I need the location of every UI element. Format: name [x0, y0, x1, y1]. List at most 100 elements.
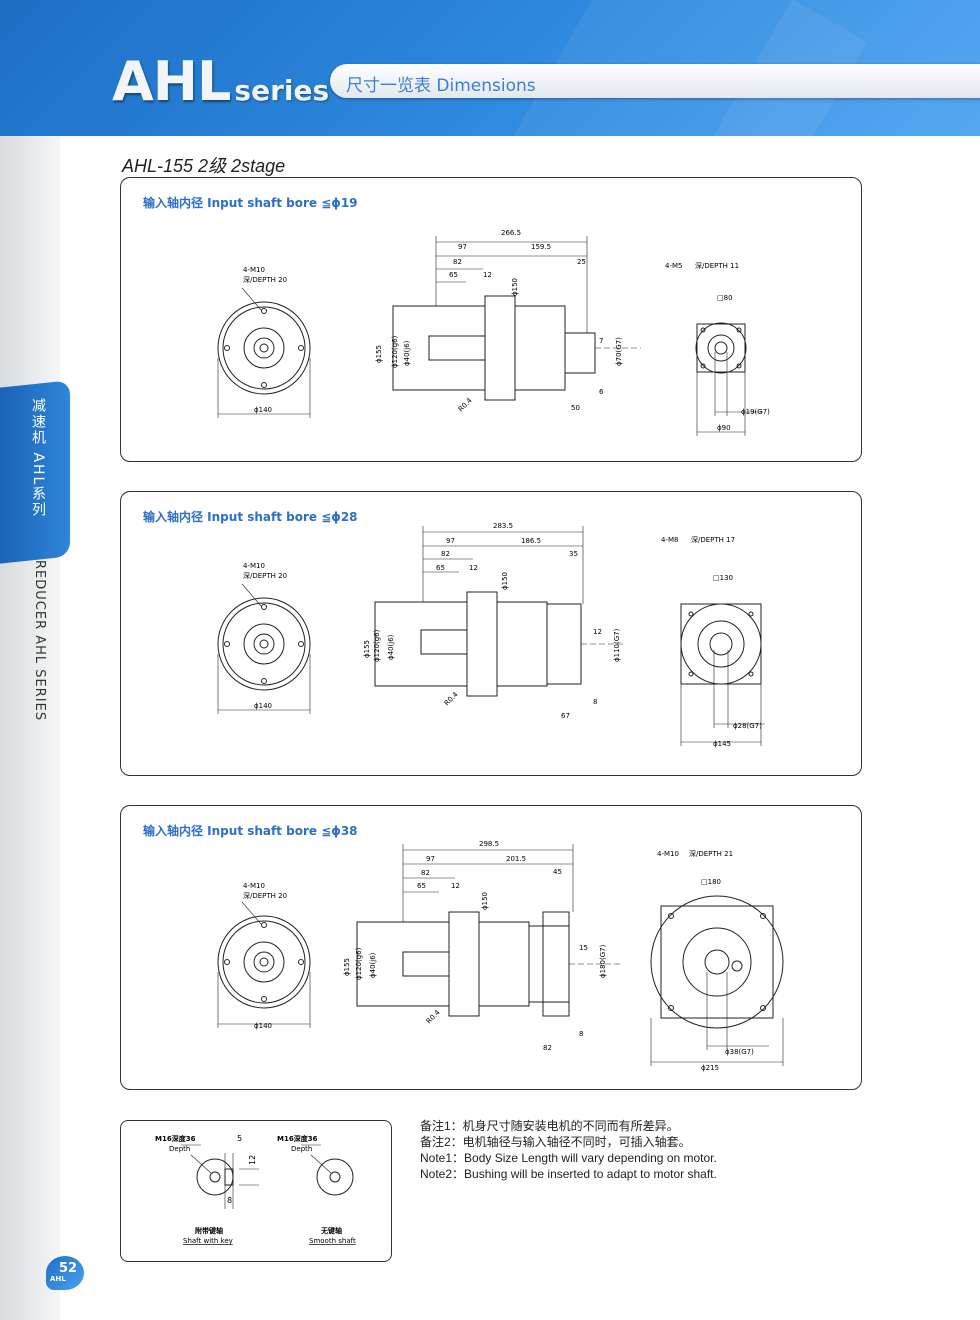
side-d150: ϕ150	[501, 572, 509, 590]
note-cn-2: 备注2：电机轴径与输入轴径不同时，可插入轴套。	[420, 1135, 691, 1149]
side-total: 266.5	[501, 229, 521, 237]
smooth-cn: 无键轴	[320, 1226, 342, 1235]
rear-thread: 4-M8	[661, 536, 678, 544]
side-c: 82	[453, 258, 462, 266]
side-s6: 6	[599, 388, 604, 396]
rear-pcd: ϕ90	[717, 424, 731, 432]
side-r: R0.4	[457, 396, 474, 413]
dimensions-bar: 尺寸一览表 Dimensions	[330, 64, 980, 98]
front-dia: ϕ140	[254, 702, 272, 710]
side-d40: ϕ40(j6)	[369, 952, 377, 978]
dimension-panel-38: 输入轴内径 Input shaft bore ≦ϕ38 4-M10 深/DEPT…	[120, 805, 862, 1090]
side-e: 12	[483, 271, 492, 279]
side-c: 82	[421, 869, 430, 877]
keyed-cn: 附带键轴	[195, 1226, 223, 1235]
side-e: 12	[469, 564, 478, 572]
drawing-28: 4-M10 深/DEPTH 20 ϕ140 283.5 97 186.5 82 …	[217, 522, 765, 748]
page-tag: AHL	[50, 1275, 66, 1283]
rear-square: □80	[717, 294, 733, 302]
rear-pcd: ϕ145	[713, 740, 731, 748]
rear-bore: ϕ38(G7)	[725, 1048, 754, 1056]
rear-square: □180	[701, 878, 721, 886]
rear-view	[650, 895, 784, 1066]
smooth-depth: Depth	[291, 1145, 312, 1153]
rear-thread: 4-M10	[657, 850, 679, 858]
keyed-depth: Depth	[169, 1145, 190, 1153]
side-s50: 67	[561, 712, 570, 720]
keyed-shaft-view	[190, 1153, 259, 1209]
note-en-2: Note2：Bushing will be inserted to adapt …	[420, 1167, 717, 1181]
panel-title: 输入轴内径 Input shaft bore ≦ϕ38	[143, 824, 358, 838]
page-number-badge: 52 AHL	[46, 1256, 84, 1290]
rear-view	[680, 603, 765, 746]
side-view	[356, 844, 621, 1017]
side-total: 298.5	[479, 840, 499, 848]
rear-view	[695, 322, 763, 436]
drawing-38: 4-M10 深/DEPTH 20 ϕ140 298.5 97 201.5 82 …	[217, 840, 784, 1072]
side-d155: ϕ155	[375, 345, 383, 363]
rear-thread: 4-M5	[665, 262, 682, 270]
rear-bore: ϕ28(G7)	[733, 722, 762, 730]
brand-series: series	[234, 74, 330, 107]
panel-title: 输入轴内径 Input shaft bore ≦ϕ19	[143, 196, 358, 210]
side-d120: ϕ120(g6)	[391, 335, 399, 368]
side-b: 159.5	[531, 243, 551, 251]
drawing-19: 4-M10 深/DEPTH 20 ϕ140 266.5 97 159.5 82 …	[217, 229, 770, 436]
side-key: 7	[599, 337, 603, 345]
side-key: 12	[593, 628, 602, 636]
shaft-drawing: M16深度36 Depth M16深度36 Depth 5 12 8 附带键轴 …	[155, 1134, 356, 1245]
note-en-1: Note1：Body Size Length will vary dependi…	[420, 1151, 717, 1165]
front-depth: 深/DEPTH 20	[243, 571, 287, 580]
smooth-shaft-view	[310, 1154, 354, 1196]
side-d120: ϕ120(g6)	[355, 947, 363, 980]
front-thread: 4-M10	[243, 882, 265, 890]
smooth-label: M16深度36	[277, 1134, 318, 1143]
side-view	[392, 236, 641, 401]
side-e: 12	[451, 882, 460, 890]
side-d40: ϕ40(j6)	[387, 634, 395, 660]
side-d150: ϕ150	[511, 278, 519, 296]
side-a: 97	[458, 243, 467, 251]
rear-depth: 深/DEPTH 21	[689, 849, 733, 858]
side-a: 97	[426, 855, 435, 863]
side-s50: 82	[543, 1044, 552, 1052]
side-d: 65	[449, 271, 458, 279]
side-d155: ϕ155	[343, 958, 351, 976]
front-dia: ϕ140	[254, 1022, 272, 1030]
front-dia: ϕ140	[254, 406, 272, 414]
side-label-en: REDUCER AHL SERIES	[32, 560, 47, 722]
front-thread: 4-M10	[243, 562, 265, 570]
rear-pcd: ϕ215	[701, 1064, 719, 1072]
side-c: 82	[441, 550, 450, 558]
side-d155: ϕ155	[363, 640, 371, 658]
front-view	[217, 583, 311, 714]
brand-main: AHL	[112, 50, 231, 113]
rear-square: □130	[713, 574, 733, 582]
panel-title: 输入轴内径 Input shaft bore ≦ϕ28	[143, 510, 358, 524]
front-depth: 深/DEPTH 20	[243, 275, 287, 284]
side-s6: 8	[593, 698, 597, 706]
side-d: 65	[417, 882, 426, 890]
side-b: 201.5	[506, 855, 526, 863]
side-f: 25	[577, 258, 586, 266]
dimension-panel-28: 输入轴内径 Input shaft bore ≦ϕ28 4-M10 深/DEPT…	[120, 491, 862, 776]
smooth-en: Smooth shaft	[309, 1237, 356, 1245]
side-r: R0.4	[425, 1008, 442, 1025]
front-view	[217, 287, 311, 418]
side-f: 35	[569, 550, 578, 558]
side-dm: ϕ110(G7)	[613, 628, 621, 662]
side-label-cn: 减速机 AHL系列	[30, 398, 46, 519]
shaft-type-box: M16深度36 Depth M16深度36 Depth 5 12 8 附带键轴 …	[120, 1120, 392, 1262]
side-view	[374, 526, 626, 697]
side-dm: ϕ70(G7)	[615, 337, 623, 366]
dimensions-title: 尺寸一览表 Dimensions	[346, 76, 536, 96]
front-depth: 深/DEPTH 20	[243, 891, 287, 900]
front-thread: 4-M10	[243, 266, 265, 274]
side-d40: ϕ40(j6)	[403, 340, 411, 366]
rear-depth: 深/DEPTH 17	[691, 535, 735, 544]
side-s50: 50	[571, 404, 580, 412]
dim-8: 8	[227, 1196, 232, 1205]
note-cn-1: 备注1：机身尺寸随安装电机的不同而有所差异。	[420, 1119, 679, 1133]
model-title: AHL-155 2级 2stage	[122, 156, 286, 176]
